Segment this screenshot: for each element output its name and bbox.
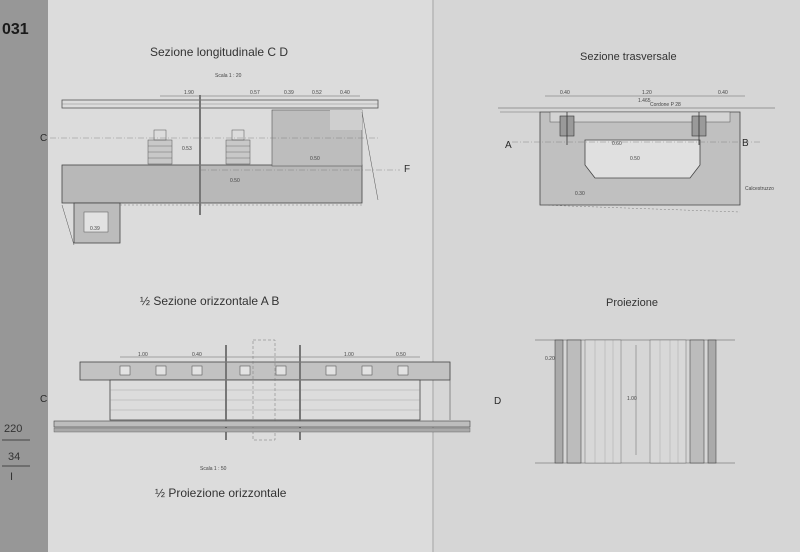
svg-text:0.50: 0.50 (630, 156, 640, 162)
svg-text:1.20: 1.20 (642, 90, 652, 96)
margin-note-1: 220 (4, 423, 22, 435)
svg-text:1.465: 1.465 (638, 98, 651, 104)
svg-text:0.50: 0.50 (396, 352, 406, 358)
margin-note-3: I (10, 471, 13, 483)
svg-text:0.40: 0.40 (560, 90, 570, 96)
horizontal-scale: Scala 1 : 50 (200, 466, 227, 472)
svg-text:Cordone P 28: Cordone P 28 (650, 102, 681, 108)
svg-text:0.57: 0.57 (250, 90, 260, 96)
svg-text:F: F (404, 164, 410, 175)
margin-note-2: 34 (8, 451, 20, 463)
svg-text:C: C (40, 133, 47, 144)
svg-text:0.30: 0.30 (575, 191, 585, 197)
svg-text:1.90: 1.90 (184, 90, 194, 96)
svg-text:C: C (40, 394, 47, 405)
sheet-number: 031 (2, 21, 29, 38)
projection-view: Proiezione 1.00 0.20 (535, 297, 735, 464)
horizontal-section: ½ Sezione orizzontale A B 1.00 0.40 1.00… (40, 294, 501, 500)
svg-text:0.40: 0.40 (340, 90, 350, 96)
svg-text:1.00: 1.00 (627, 396, 637, 402)
horizontal-title: ½ Sezione orizzontale A B (140, 294, 279, 308)
longitudinal-scale: Scala 1 : 20 (215, 73, 242, 79)
svg-text:Calcestruzzo: Calcestruzzo (745, 186, 774, 192)
svg-text:1.00: 1.00 (138, 352, 148, 358)
svg-text:0.39: 0.39 (284, 90, 294, 96)
transversal-section: Sezione trasversale 0.40 1.20 0.40 1.465… (498, 51, 775, 213)
svg-text:1.00: 1.00 (344, 352, 354, 358)
transversal-title: Sezione trasversale (580, 51, 677, 63)
svg-text:0.20: 0.20 (545, 356, 555, 362)
longitudinal-section: Sezione longitudinale C D Scala 1 : 20 1… (40, 45, 410, 246)
svg-text:0.40: 0.40 (192, 352, 202, 358)
svg-text:0.39: 0.39 (90, 226, 100, 232)
left-page (48, 0, 433, 552)
horizontal-footer: ½ Proiezione orizzontale (155, 486, 287, 500)
svg-text:0.52: 0.52 (312, 90, 322, 96)
projection-title: Proiezione (606, 297, 658, 309)
svg-text:0.53: 0.53 (182, 146, 192, 152)
svg-text:0.50: 0.50 (310, 156, 320, 162)
svg-text:B: B (742, 138, 749, 149)
svg-text:0.40: 0.40 (718, 90, 728, 96)
longitudinal-title: Sezione longitudinale C D (150, 45, 288, 59)
svg-text:0.60: 0.60 (612, 141, 622, 147)
svg-text:D: D (494, 396, 501, 407)
right-page (433, 0, 800, 552)
svg-text:A: A (505, 140, 512, 151)
svg-text:0.50: 0.50 (230, 178, 240, 184)
